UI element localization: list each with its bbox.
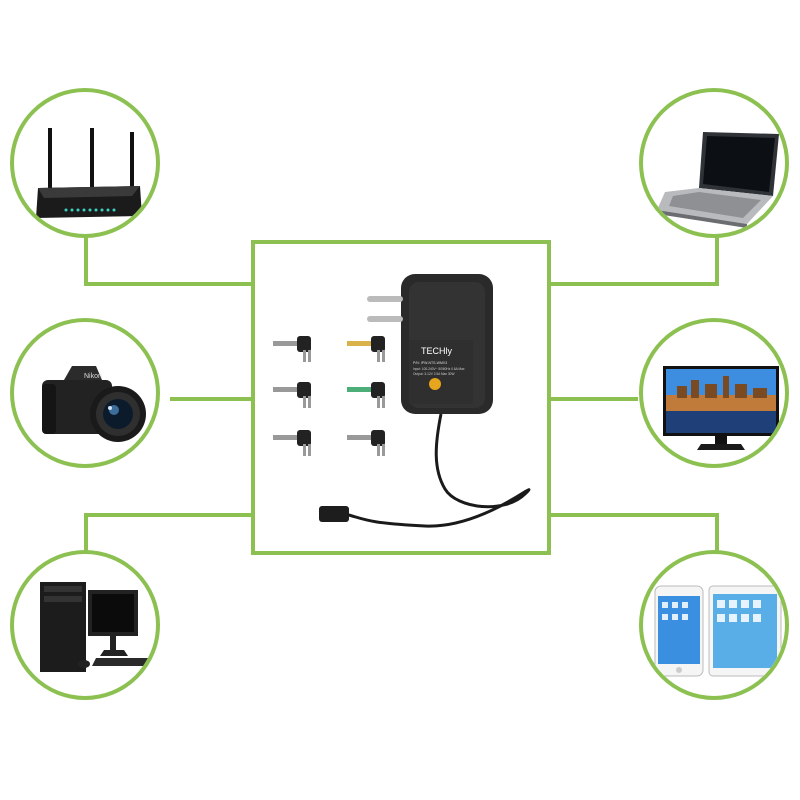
- connector-line-laptop-h: [548, 282, 719, 286]
- phone-tablet-circle: [639, 550, 789, 700]
- desktop-pc-icon: [40, 582, 156, 672]
- adapter-brand-label: TECHly: [421, 346, 452, 356]
- power-adapter-panel: TECHly P/N: IPW-NTS-WMX3 Input: 100-240V…: [251, 240, 551, 555]
- router-circle: [10, 88, 160, 238]
- connector-line-monitor: [548, 397, 638, 401]
- adapter-spec-line-1: Input: 100-240V~ 50/60Hz 0.6A Max: [413, 367, 465, 371]
- connector-line-camera: [170, 397, 254, 401]
- monitor-circle: [639, 318, 789, 468]
- camera-icon: Nikon: [42, 366, 146, 442]
- adapter-tips: [273, 336, 385, 456]
- laptop-icon: [657, 132, 779, 228]
- connector-line-tablet-v: [715, 513, 719, 551]
- voltage-selector-dial: [429, 378, 441, 390]
- cable-barrel-plug: [319, 506, 349, 522]
- router-icon: [36, 128, 142, 218]
- laptop-circle: [639, 88, 789, 238]
- desktop-pc-circle: [10, 550, 160, 700]
- connector-line-router-v: [84, 236, 88, 286]
- connector-line-tablet-h: [548, 513, 719, 517]
- connector-line-pc-v: [84, 513, 88, 551]
- connector-line-router-h: [84, 282, 255, 286]
- connector-line-laptop-v: [715, 236, 719, 286]
- monitor-icon: [663, 366, 779, 450]
- camera-brand-label: Nikon: [84, 373, 102, 380]
- adapter-model-label: P/N: IPW-NTS-WMX3: [413, 361, 447, 365]
- camera-circle: Nikon: [10, 318, 160, 468]
- phone-tablet-icon: [654, 585, 782, 677]
- power-adapter-icon: TECHly P/N: IPW-NTS-WMX3 Input: 100-240V…: [273, 274, 531, 528]
- connector-line-pc-h: [84, 513, 255, 517]
- adapter-cable: [344, 413, 531, 528]
- adapter-spec-line-2: Output: 3-12V 2.5A Max 30W: [413, 372, 454, 376]
